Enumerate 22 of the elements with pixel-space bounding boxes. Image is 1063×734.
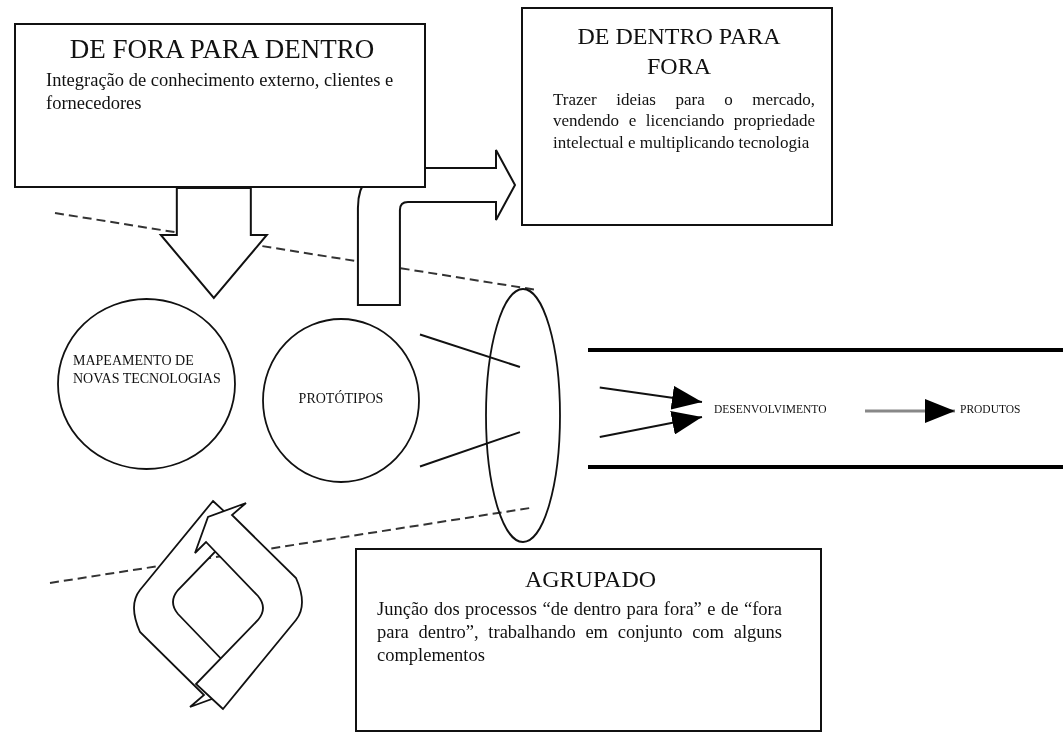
connector-line	[419, 333, 521, 369]
circle-label: PROTÓTIPOS	[297, 390, 385, 408]
connector-line	[419, 431, 521, 468]
arrow	[865, 399, 955, 423]
box-description: Integração de conhecimento externo, clientes e fornecedores	[46, 69, 395, 116]
block-arrow	[158, 187, 269, 300]
stage-label: PRODUTOS	[960, 402, 1022, 417]
box-title: DE FORA PARA DENTRO	[68, 33, 376, 66]
box-title: DE DENTRO PARA FORA	[576, 22, 782, 81]
ellipse-shape	[485, 288, 561, 543]
stage-label: DESENVOLVIMENTO	[714, 402, 828, 417]
circle-shape	[57, 298, 236, 470]
arrow	[598, 385, 703, 410]
text-box	[14, 23, 426, 188]
box-description: Junção dos processos “de dentro para fora” e de “fora para dentro”, trabalhando em conjunto com alguns complementos	[377, 598, 782, 668]
text-box	[355, 548, 822, 732]
box-title: AGRUPADO	[523, 565, 658, 594]
arrow	[598, 410, 703, 438]
text-box	[521, 7, 833, 226]
circle-shape	[262, 318, 420, 483]
circle-label: MAPEAMENTO DE NOVAS TECNOLOGIAS	[73, 352, 222, 387]
box-description: Trazer ideias para o mercado, vendendo e licenciando propriedade intelectual e multiplicando tecnologia	[553, 89, 815, 153]
